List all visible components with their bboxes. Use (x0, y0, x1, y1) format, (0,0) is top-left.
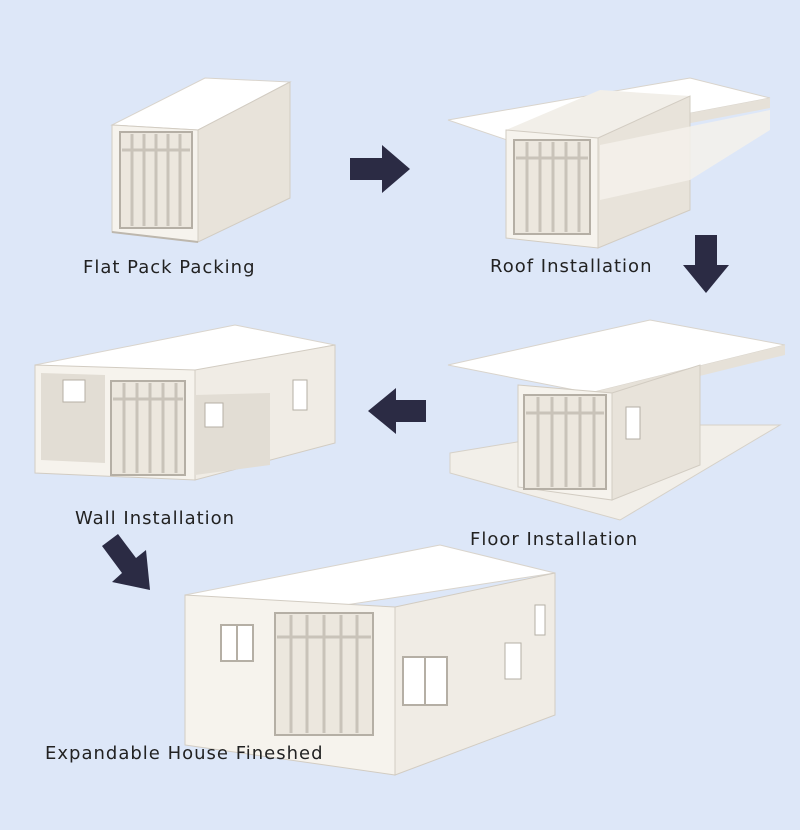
flat-pack-container-illustration (100, 70, 300, 245)
floor-installation-illustration (440, 315, 786, 521)
arrow-left-icon (368, 388, 426, 434)
step-label-finished: Expandable House Fineshed (45, 743, 324, 764)
arrow-down-right-icon (100, 532, 155, 592)
arrow-right-icon (350, 145, 412, 193)
step-label-roof: Roof Installation (490, 256, 653, 277)
step-label-flat-pack: Flat Pack Packing (83, 257, 256, 278)
finished-house-illustration (184, 544, 565, 785)
step-label-wall: Wall Installation (75, 508, 236, 529)
step-label-floor: Floor Installation (470, 529, 639, 550)
arrow-down-icon (683, 235, 729, 295)
roof-installation-illustration (440, 70, 771, 250)
wall-installation-illustration (34, 324, 340, 495)
